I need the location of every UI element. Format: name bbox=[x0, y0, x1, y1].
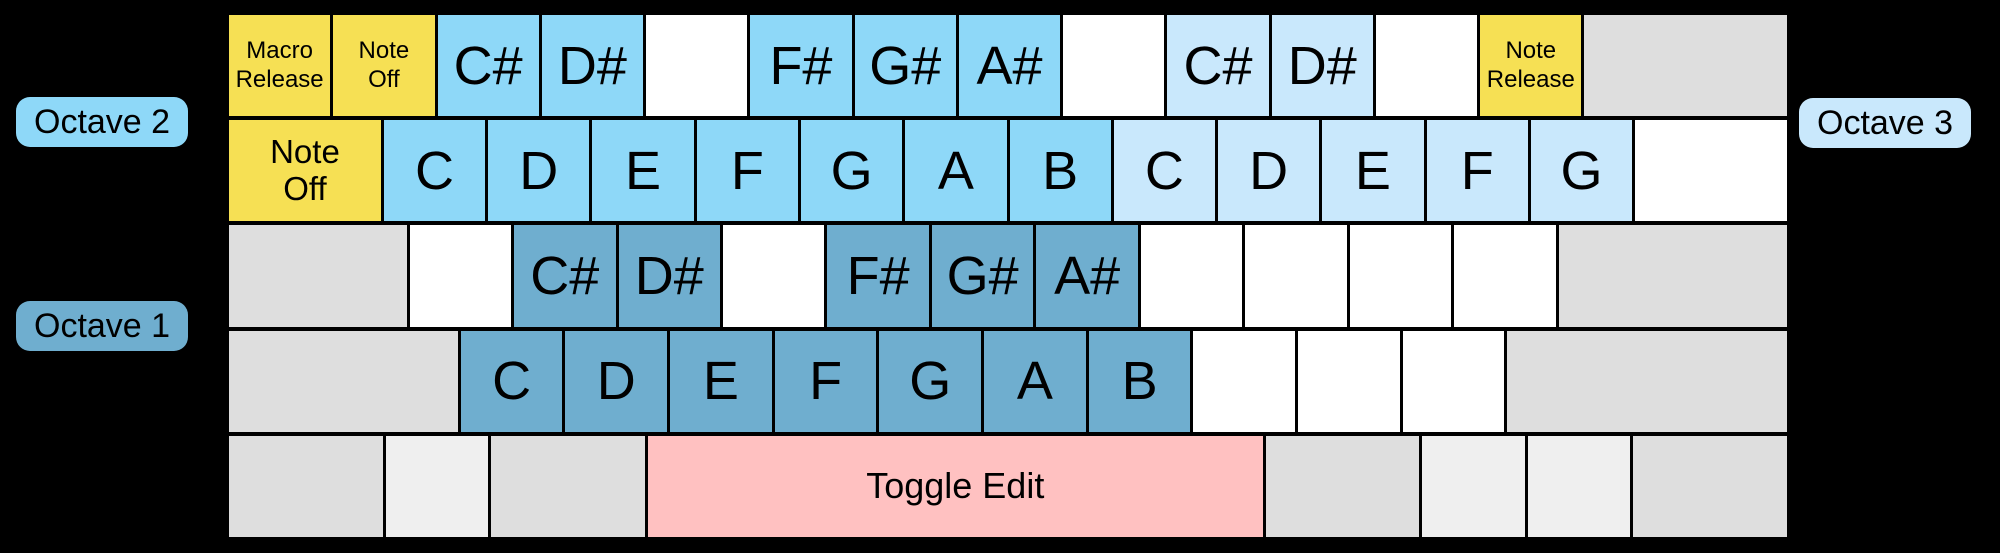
key-g-1: G bbox=[879, 330, 982, 432]
key-c-3: C bbox=[1113, 120, 1216, 222]
key-c-sharp-2: C# bbox=[437, 15, 539, 117]
key-c-2: C bbox=[383, 120, 486, 222]
key-d-1: D bbox=[565, 330, 668, 432]
key-unused bbox=[1633, 435, 1788, 538]
key-note-off: Note Off bbox=[333, 15, 435, 117]
key-c-1: C bbox=[460, 330, 563, 432]
key-note-off-tab: Note Off bbox=[229, 120, 381, 222]
key-unused bbox=[1558, 225, 1788, 327]
key-g-2: G bbox=[800, 120, 903, 222]
key-blank bbox=[722, 225, 825, 327]
key-g-sharp-2: G# bbox=[854, 15, 956, 117]
key-blank bbox=[1245, 225, 1347, 327]
key-unused-light bbox=[1527, 435, 1631, 538]
key-c-sharp-3: C# bbox=[1167, 15, 1269, 117]
key-unused bbox=[1507, 330, 1788, 432]
key-blank bbox=[646, 15, 748, 117]
key-unused bbox=[491, 435, 645, 538]
key-g-3: G bbox=[1530, 120, 1633, 222]
key-blank bbox=[1402, 330, 1505, 432]
bottom-row: Toggle Edit bbox=[229, 435, 1788, 538]
key-blank bbox=[1375, 15, 1478, 117]
key-unused-light bbox=[1422, 435, 1525, 538]
key-b-2: B bbox=[1009, 120, 1111, 222]
key-blank bbox=[1063, 15, 1165, 117]
key-blank bbox=[1298, 330, 1400, 432]
key-f-sharp-2: F# bbox=[750, 15, 852, 117]
key-blank bbox=[1349, 225, 1452, 327]
key-blank bbox=[1140, 225, 1243, 327]
key-a-2: A bbox=[905, 120, 1007, 222]
key-e-1: E bbox=[670, 330, 772, 432]
key-unused bbox=[229, 435, 383, 538]
key-g-sharp-1: G# bbox=[931, 225, 1034, 327]
key-e-2: E bbox=[592, 120, 694, 222]
key-macro-release: Macro Release bbox=[229, 15, 331, 117]
key-unused-light bbox=[385, 435, 489, 538]
key-unused bbox=[1265, 435, 1420, 538]
key-unused bbox=[229, 330, 458, 432]
home-row: C#D# F#G#A# bbox=[229, 225, 1788, 327]
key-f-sharp-1: F# bbox=[827, 225, 929, 327]
key-d-3: D bbox=[1218, 120, 1320, 222]
key-d-sharp-1: D# bbox=[618, 225, 720, 327]
key-d-2: D bbox=[488, 120, 590, 222]
key-d-sharp-2: D# bbox=[541, 15, 644, 117]
key-a-sharp-1: A# bbox=[1036, 225, 1138, 327]
key-blank bbox=[1193, 330, 1296, 432]
key-unused bbox=[1584, 15, 1787, 117]
key-a-1: A bbox=[984, 330, 1086, 432]
key-blank bbox=[409, 225, 512, 327]
key-f-2: F bbox=[696, 120, 798, 222]
key-note-release: Note Release bbox=[1480, 15, 1582, 117]
key-f-1: F bbox=[774, 330, 877, 432]
key-blank bbox=[1635, 120, 1787, 222]
octave-3-label: Octave 3 bbox=[1799, 98, 1972, 148]
key-unused bbox=[229, 225, 407, 327]
key-f-3: F bbox=[1426, 120, 1528, 222]
key-c-sharp-1: C# bbox=[514, 225, 616, 327]
key-d-sharp-3: D# bbox=[1271, 15, 1373, 117]
octave-2-label: Octave 2 bbox=[16, 97, 189, 147]
key-a-sharp-2: A# bbox=[958, 15, 1061, 117]
key-blank bbox=[1454, 225, 1556, 327]
key-toggle-edit: Toggle Edit bbox=[647, 435, 1263, 538]
key-e-3: E bbox=[1322, 120, 1424, 222]
key-b-1: B bbox=[1088, 330, 1191, 432]
octave-1-label: Octave 1 bbox=[16, 301, 189, 351]
